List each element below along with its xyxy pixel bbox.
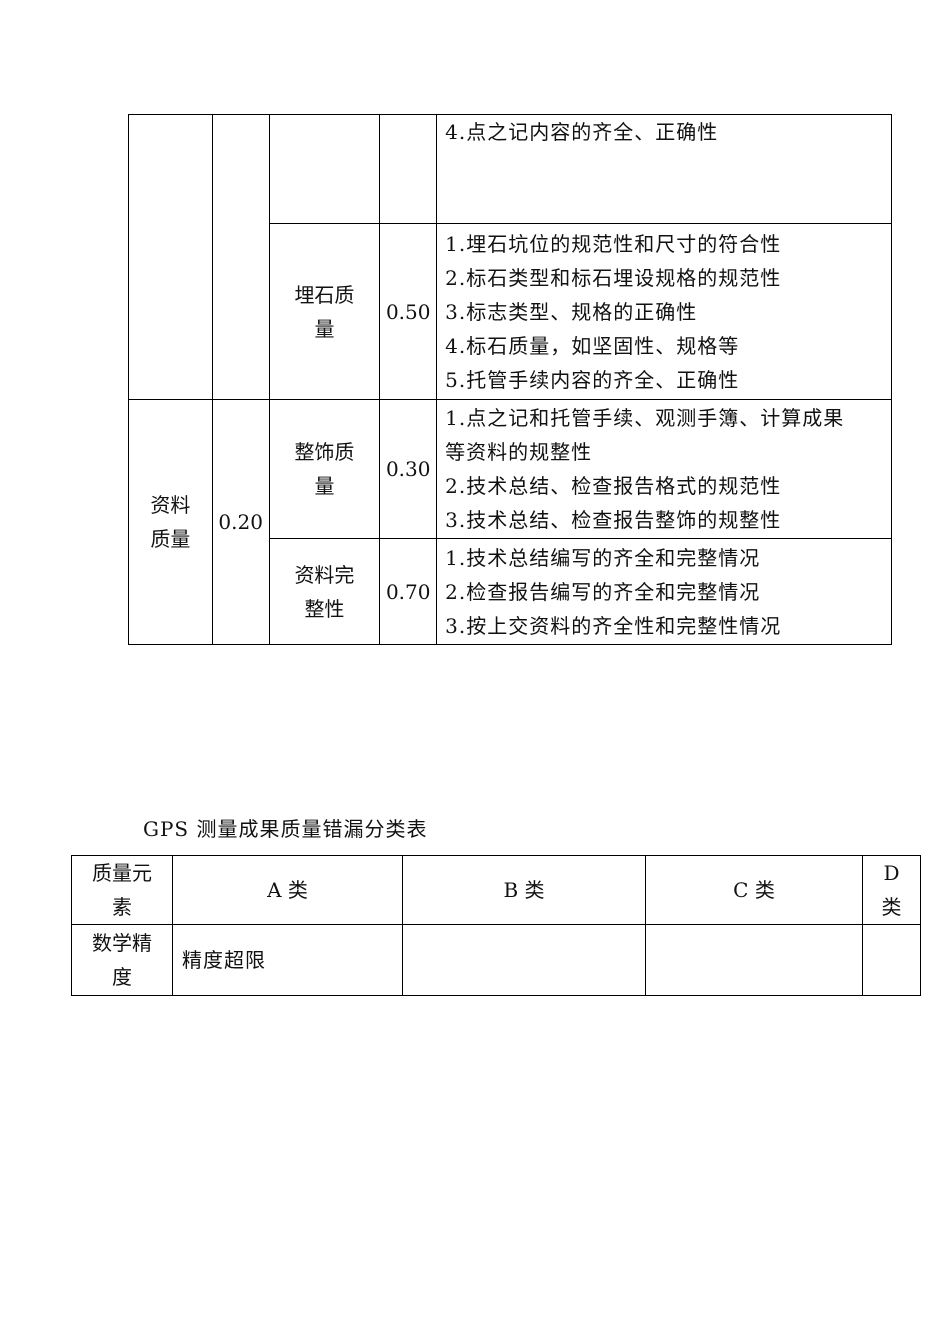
table-row: 资料 质量 0.20 整饰质 量 0.30 1.点之记和托管手续、观测手簿、计算… [128, 399, 892, 645]
header-class-d: D 类 [862, 855, 921, 925]
subitem-weight-completeness: 0.70 [379, 538, 438, 645]
row-class-c [645, 924, 863, 996]
check-item: 等资料的规整性 [445, 440, 593, 464]
category-name-data-quality: 资料 质量 [128, 399, 213, 645]
table-row: 4.点之记内容的齐全、正确性 [128, 114, 892, 400]
subitem-weight-finish: 0.30 [379, 399, 438, 539]
header-quality-element: 质量元 素 [71, 855, 173, 925]
check-item: 2.技术总结、检查报告格式的规范性 [445, 474, 782, 498]
row-quality-element: 数学精 度 [71, 924, 173, 996]
table-row: 资料完 整性 0.70 1.技术总结编写的齐全和完整情况 2.检查报告编写的齐全… [129, 538, 892, 645]
check-item: 2.标石类型和标石埋设规格的规范性 [445, 265, 782, 290]
check-item: 1.技术总结编写的齐全和完整情况 [445, 545, 761, 570]
check-item: 4.标石质量，如坚固性、规格等 [445, 333, 740, 358]
check-item: 5.托管手续内容的齐全、正确性 [445, 367, 740, 392]
check-item: 4.点之记内容的齐全、正确性 [445, 120, 719, 144]
category-weight-data-quality: 0.20 [211, 399, 270, 645]
quality-evaluation-table: 4.点之记内容的齐全、正确性 埋石质 量 0.50 1.埋石坑位的规范性和尺寸的… [128, 114, 892, 645]
header-class-c: C 类 [645, 855, 863, 925]
check-item: 3.技术总结、检查报告整饰的规整性 [445, 508, 782, 532]
category-cell-empty [128, 114, 213, 400]
subitem-cell-empty [268, 114, 381, 224]
table-row: 数学精 度 精度超限 [71, 924, 921, 996]
row-class-b [402, 924, 646, 996]
table-header-row: 质量元 素 A 类 B 类 C 类 D 类 [71, 855, 921, 925]
check-item: 3.标志类型、规格的正确性 [445, 299, 698, 324]
subitem-weight-cell-empty [379, 114, 438, 224]
subitem-weight-stone: 0.50 [379, 223, 438, 400]
check-item: 1.点之记和托管手续、观测手簿、计算成果 [445, 406, 845, 430]
check-item: 1.埋石坑位的规范性和尺寸的符合性 [445, 231, 782, 256]
category-weight-cell-empty [211, 114, 270, 400]
error-classification-table: 质量元 素 A 类 B 类 C 类 D 类 数学精 度 精度超限 [71, 855, 921, 996]
row-class-d [862, 924, 921, 996]
header-class-b: B 类 [402, 855, 646, 925]
row-class-a: 精度超限 [172, 924, 403, 996]
subitem-name-completeness: 资料完 整性 [268, 538, 381, 645]
check-item: 3.按上交资料的齐全性和完整性情况 [445, 613, 782, 638]
table-row: 埋石质 量 0.50 1.埋石坑位的规范性和尺寸的符合性 2.标石类型和标石埋设… [129, 223, 892, 400]
check-item: 2.检查报告编写的齐全和完整情况 [445, 579, 761, 604]
check-items-cell: 4.点之记内容的齐全、正确性 [436, 114, 892, 224]
check-items-cell: 1.点之记和托管手续、观测手簿、计算成果 等资料的规整性 2.技术总结、检查报告… [436, 399, 892, 539]
check-items-cell: 1.埋石坑位的规范性和尺寸的符合性 2.标石类型和标石埋设规格的规范性 3.标志… [436, 223, 892, 400]
check-items-cell: 1.技术总结编写的齐全和完整情况 2.检查报告编写的齐全和完整情况 3.按上交资… [436, 538, 892, 645]
error-table-title: GPS 测量成果质量错漏分类表 [143, 817, 428, 841]
header-class-a: A 类 [172, 855, 403, 925]
subitem-name-finish: 整饰质 量 [268, 399, 381, 539]
subitem-name-stone: 埋石质 量 [268, 223, 381, 400]
